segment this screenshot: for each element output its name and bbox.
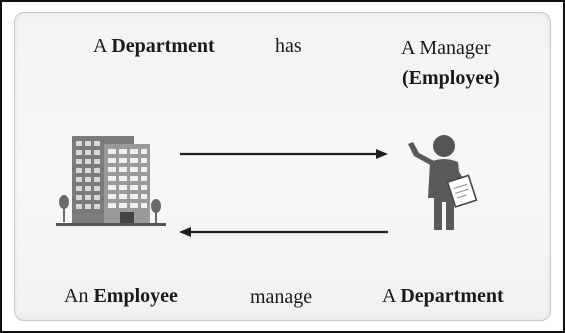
manager-person-icon xyxy=(408,135,478,230)
bottom-subject-prefix: An xyxy=(64,285,89,307)
bottom-subject-employee: Employee xyxy=(93,285,178,307)
arrow-right-icon xyxy=(180,149,388,159)
top-object-manager: A Manager xyxy=(401,37,491,59)
office-building-icon xyxy=(56,136,166,226)
bottom-subject: An Employee xyxy=(64,284,178,308)
bottom-object-department: Department xyxy=(400,285,504,307)
bottom-object-prefix: A xyxy=(382,285,396,307)
bottom-object: A Department xyxy=(382,284,504,308)
top-subject-prefix: A xyxy=(93,35,107,57)
top-subject-department: Department xyxy=(111,35,215,57)
arrow-left-icon xyxy=(179,227,388,237)
bottom-verb: manage xyxy=(250,286,313,308)
top-object-employee: (Employee) xyxy=(402,66,500,90)
top-object-employee-bold: (Employee) xyxy=(402,67,500,89)
top-verb: has xyxy=(275,35,302,57)
top-subject: A Department xyxy=(93,34,215,58)
